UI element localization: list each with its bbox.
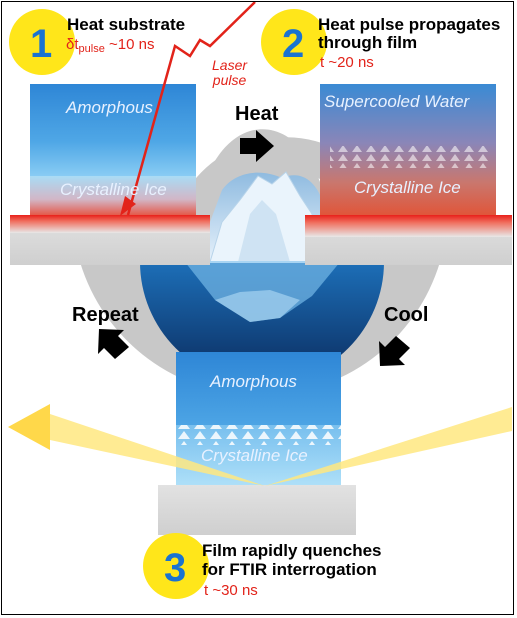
- step-3-title-line1: Film rapidly quenches: [202, 541, 382, 560]
- bottom-film-crystalline-label: Crystalline Ice: [201, 446, 308, 465]
- bottom-panel: [158, 352, 356, 535]
- right-film-supercooled-label: Supercooled Water: [324, 92, 470, 111]
- cool-label: Cool: [384, 304, 429, 326]
- step-2-number: 2: [282, 22, 305, 66]
- bottom-film-amorphous-label: Amorphous: [210, 372, 297, 391]
- cool-arrow-icon: [379, 336, 410, 366]
- step-1-number: 1: [30, 22, 53, 66]
- step-2-title-line1: Heat pulse propagates: [318, 15, 501, 34]
- right-panel: [305, 84, 512, 265]
- ftir-beam: [8, 404, 512, 486]
- right-film-crystalline-label: Crystalline Ice: [354, 178, 461, 197]
- heat-arrow-icon: [240, 130, 274, 162]
- step-2-time: t ~20 ns: [320, 54, 374, 71]
- step-1-title: Heat substrate: [67, 15, 186, 34]
- step-1-time-prefix: δt: [66, 36, 79, 53]
- step-2-title-line2: through film: [318, 33, 418, 52]
- laser-label-line2: pulse: [212, 72, 247, 88]
- step-1-badge: [9, 9, 75, 75]
- step-1-time-sub: pulse: [78, 43, 105, 55]
- heat-label: Heat: [235, 103, 279, 125]
- step-3-time: t ~30 ns: [204, 582, 258, 599]
- step-3-number: 3: [164, 546, 187, 590]
- left-film-amorphous-label: Amorphous: [66, 98, 153, 117]
- repeat-label: Repeat: [72, 304, 139, 326]
- laser-label-line1: Laser: [212, 57, 248, 73]
- left-panel: [10, 84, 210, 265]
- step-1-time: δtpulse ~10 ns: [66, 36, 154, 55]
- step-2-badge: [261, 9, 327, 75]
- step-3-badge: [143, 533, 209, 599]
- step-1-time-value: ~10 ns: [109, 36, 155, 53]
- repeat-arrow-icon: [98, 329, 129, 359]
- laser-pulse-beam: [120, 1, 256, 216]
- left-film-crystalline-label: Crystalline Ice: [60, 180, 167, 199]
- step-3-title-line2: for FTIR interrogation: [202, 560, 377, 579]
- laser-pulse-label: Laser pulse: [212, 58, 247, 88]
